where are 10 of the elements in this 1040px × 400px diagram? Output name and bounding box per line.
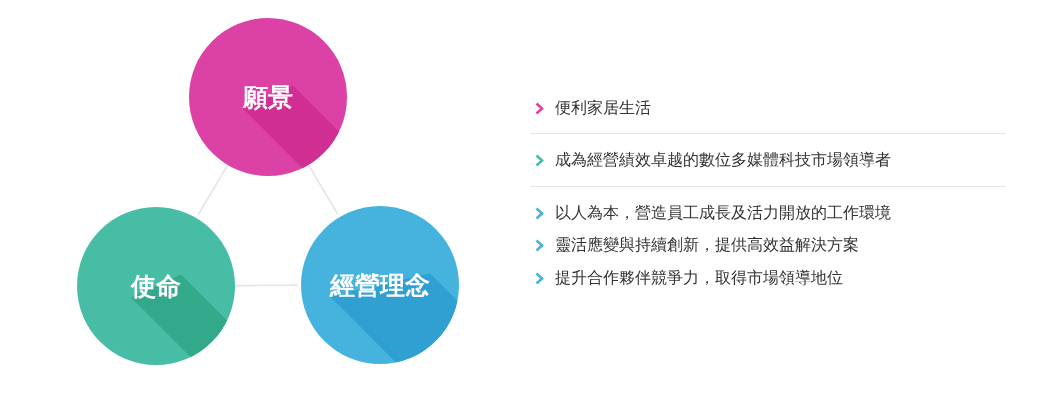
node-label: 使命: [131, 270, 181, 303]
node-label: 願景: [243, 81, 293, 114]
list-item: 提升合作夥伴競爭力，取得市場領導地位: [555, 268, 843, 288]
connector-line: [307, 164, 339, 216]
list-item: 便利家居生活: [555, 98, 651, 118]
list-item: 靈活應變與持續創新，提供高效益解決方案: [555, 235, 859, 255]
list-item: 成為經營績效卓越的數位多媒體科技市場領導者: [555, 150, 891, 170]
list-item: 以人為本，營造員工成長及活力開放的工作環境: [555, 203, 891, 223]
node-label: 經營理念: [330, 269, 430, 302]
connector-line: [197, 164, 229, 217]
